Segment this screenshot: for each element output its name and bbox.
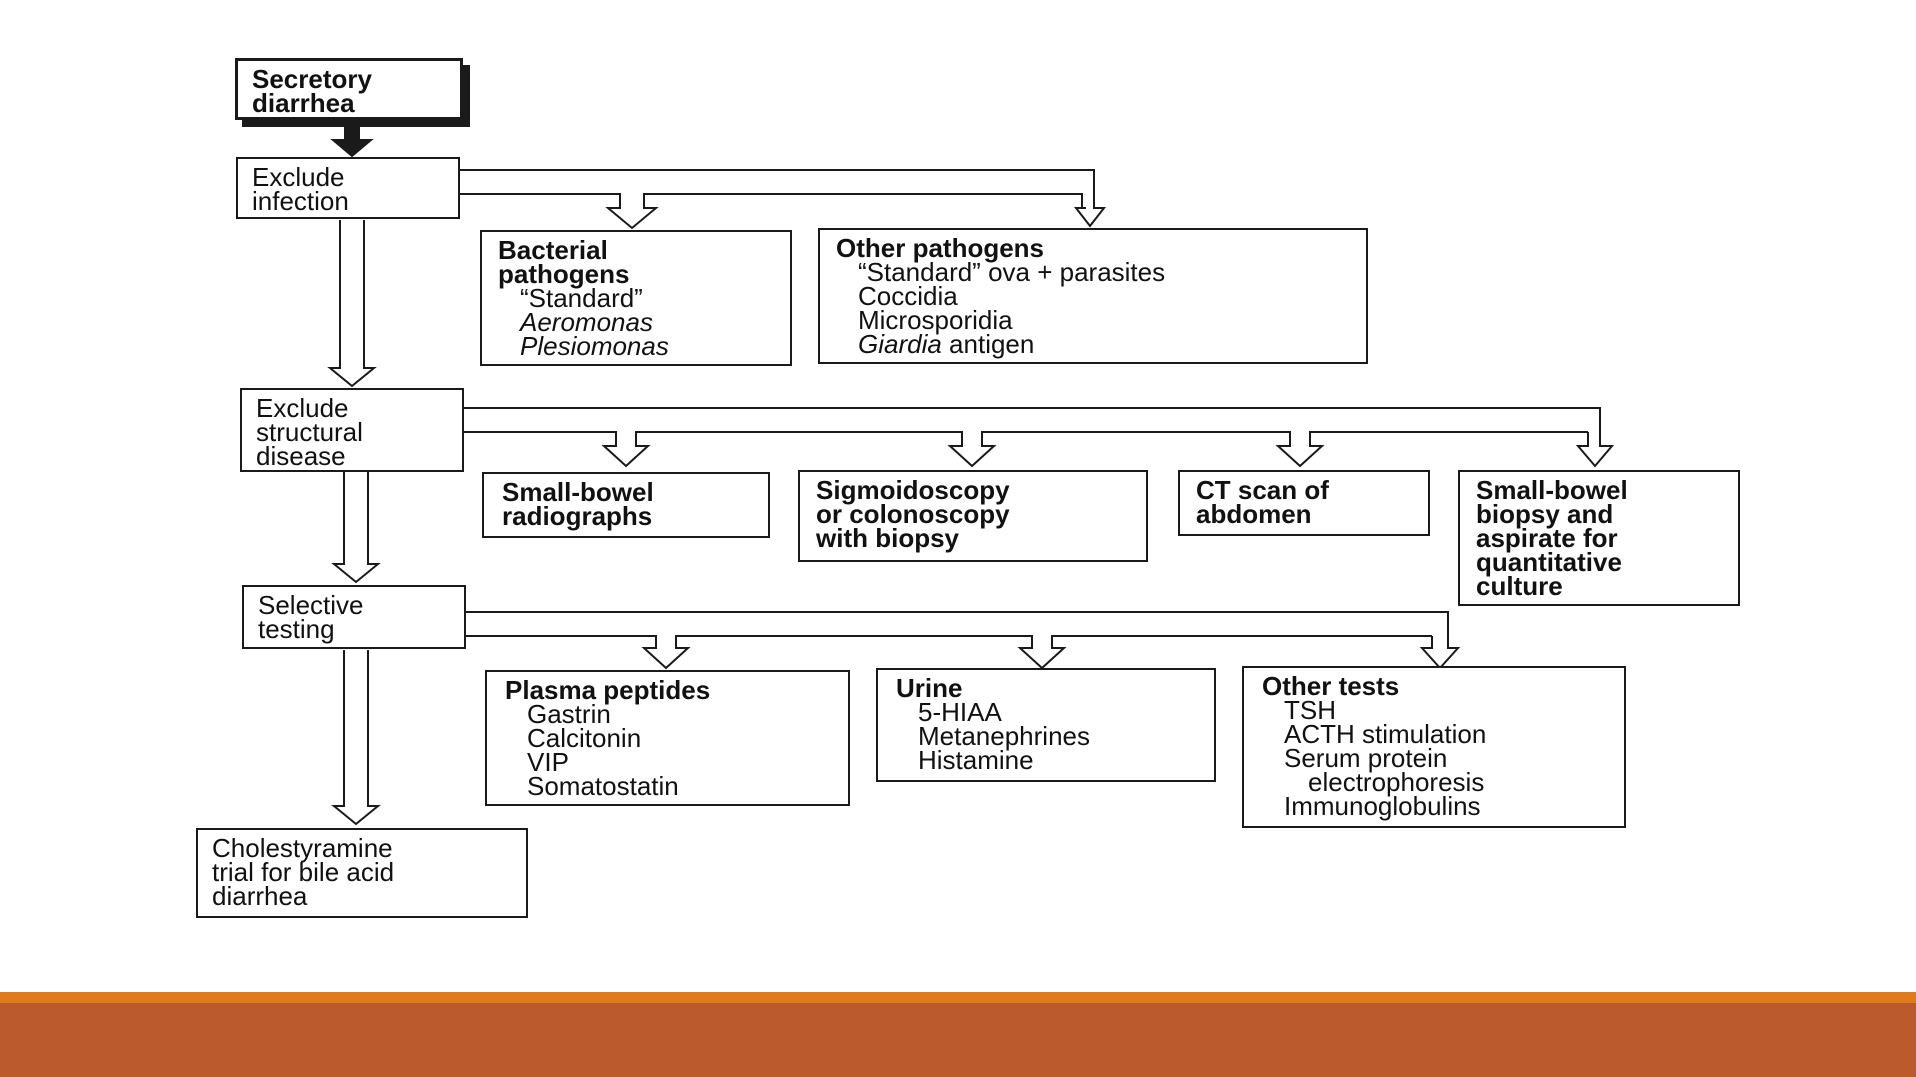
node-endoscopy: Sigmoidoscopy or colonoscopy with biopsy bbox=[798, 470, 1148, 562]
node-item: Serum protein bbox=[1284, 743, 1448, 773]
node-item-rest: antigen bbox=[941, 329, 1035, 359]
node-item: Histamine bbox=[918, 745, 1034, 775]
node-item: Plesiomonas bbox=[520, 331, 669, 361]
node-item: Aeromonas bbox=[520, 307, 653, 337]
node-bacterial-pathogens: Bacterial pathogens “Standard” Aeromonas… bbox=[480, 230, 792, 366]
node-item: “Standard” ova + parasites bbox=[858, 257, 1166, 287]
node-item: ACTH stimulation bbox=[1284, 719, 1487, 749]
node-other-tests: Other tests TSH ACTH stimulation Serum p… bbox=[1242, 666, 1626, 828]
arrow-selective-to-cholestyramine bbox=[331, 650, 381, 826]
node-secretory-diarrhea: Secretory diarrhea bbox=[235, 58, 463, 120]
node-item: Gastrin bbox=[527, 699, 611, 729]
node-title: pathogens bbox=[498, 259, 630, 289]
node-line: infection bbox=[252, 186, 349, 216]
node-ct-scan: CT scan of abdomen bbox=[1178, 470, 1430, 536]
arrow-infection-to-structural bbox=[327, 220, 377, 388]
arrow-start-to-infection bbox=[330, 118, 374, 158]
node-line: radiographs bbox=[502, 501, 653, 531]
node-item: Coccidia bbox=[858, 281, 958, 311]
node-line: Sigmoidoscopy bbox=[816, 475, 1010, 505]
rail-selective-outer bbox=[466, 611, 1461, 670]
node-item: Calcitonin bbox=[527, 723, 642, 753]
node-item: “Standard” bbox=[520, 283, 643, 313]
node-line: Secretory bbox=[252, 64, 372, 94]
node-line: abdomen bbox=[1196, 499, 1312, 529]
node-line: diarrhea bbox=[252, 88, 355, 118]
node-cholestyramine: Cholestyramine trial for bile acid diarr… bbox=[196, 828, 528, 918]
node-line: disease bbox=[256, 441, 346, 471]
node-selective-testing: Selective testing bbox=[242, 585, 466, 649]
node-line: or colonoscopy bbox=[816, 499, 1010, 529]
node-item: VIP bbox=[527, 747, 569, 777]
node-line: with biopsy bbox=[816, 523, 959, 553]
rail-structural-inner bbox=[464, 431, 1588, 468]
node-line: testing bbox=[258, 614, 335, 644]
node-line: biopsy and bbox=[1476, 499, 1614, 529]
node-item: Giardia antigen bbox=[836, 329, 1352, 359]
node-line: Selective bbox=[258, 590, 364, 620]
node-title: Other tests bbox=[1262, 671, 1400, 701]
footer-band bbox=[0, 1003, 1916, 1077]
node-small-bowel-biopsy: Small-bowel biopsy and aspirate for quan… bbox=[1458, 470, 1740, 606]
node-exclude-structural: Exclude structural disease bbox=[240, 388, 464, 472]
node-line: quantitative bbox=[1476, 547, 1622, 577]
node-title: Bacterial bbox=[498, 235, 608, 265]
node-line: diarrhea bbox=[212, 881, 308, 911]
node-line: culture bbox=[1476, 571, 1563, 601]
node-line: aspirate for bbox=[1476, 523, 1618, 553]
node-line: Small-bowel bbox=[502, 477, 654, 507]
node-plasma-peptides: Plasma peptides Gastrin Calcitonin VIP S… bbox=[485, 670, 850, 806]
node-line: CT scan of bbox=[1196, 475, 1329, 505]
node-item: TSH bbox=[1284, 695, 1336, 725]
node-title: Plasma peptides bbox=[505, 675, 711, 705]
node-item: Immunoglobulins bbox=[1284, 791, 1481, 821]
rail-selective-inner bbox=[466, 635, 1432, 670]
node-line: trial for bile acid bbox=[212, 857, 395, 887]
node-line: Exclude bbox=[256, 393, 349, 423]
node-small-bowel-radiographs: Small-bowel radiographs bbox=[482, 472, 770, 538]
node-urine: Urine 5-HIAA Metanephrines Histamine bbox=[876, 668, 1216, 782]
node-line: Small-bowel bbox=[1476, 475, 1628, 505]
node-item: Microsporidia bbox=[858, 305, 1013, 335]
rail-infection-outer bbox=[460, 169, 1107, 228]
node-line: structural bbox=[256, 417, 363, 447]
node-item: Somatostatin bbox=[527, 771, 679, 801]
node-other-pathogens: Other pathogens “Standard” ova + parasit… bbox=[818, 228, 1368, 364]
node-item: 5-HIAA bbox=[918, 697, 1002, 727]
footer-accent-stripe bbox=[0, 992, 1916, 1003]
node-line: Exclude bbox=[252, 162, 345, 192]
rail-structural-outer bbox=[464, 407, 1615, 468]
arrow-structural-to-selective bbox=[331, 472, 381, 584]
node-item: electrophoresis bbox=[1308, 767, 1485, 797]
node-title: Urine bbox=[896, 673, 963, 703]
node-line: Cholestyramine bbox=[212, 833, 393, 863]
node-item: Metanephrines bbox=[918, 721, 1090, 751]
node-item-italic: Giardia bbox=[858, 329, 942, 359]
node-title: Other pathogens bbox=[836, 233, 1045, 263]
rail-infection-inner bbox=[460, 193, 1083, 230]
node-exclude-infection: Exclude infection bbox=[236, 157, 460, 219]
